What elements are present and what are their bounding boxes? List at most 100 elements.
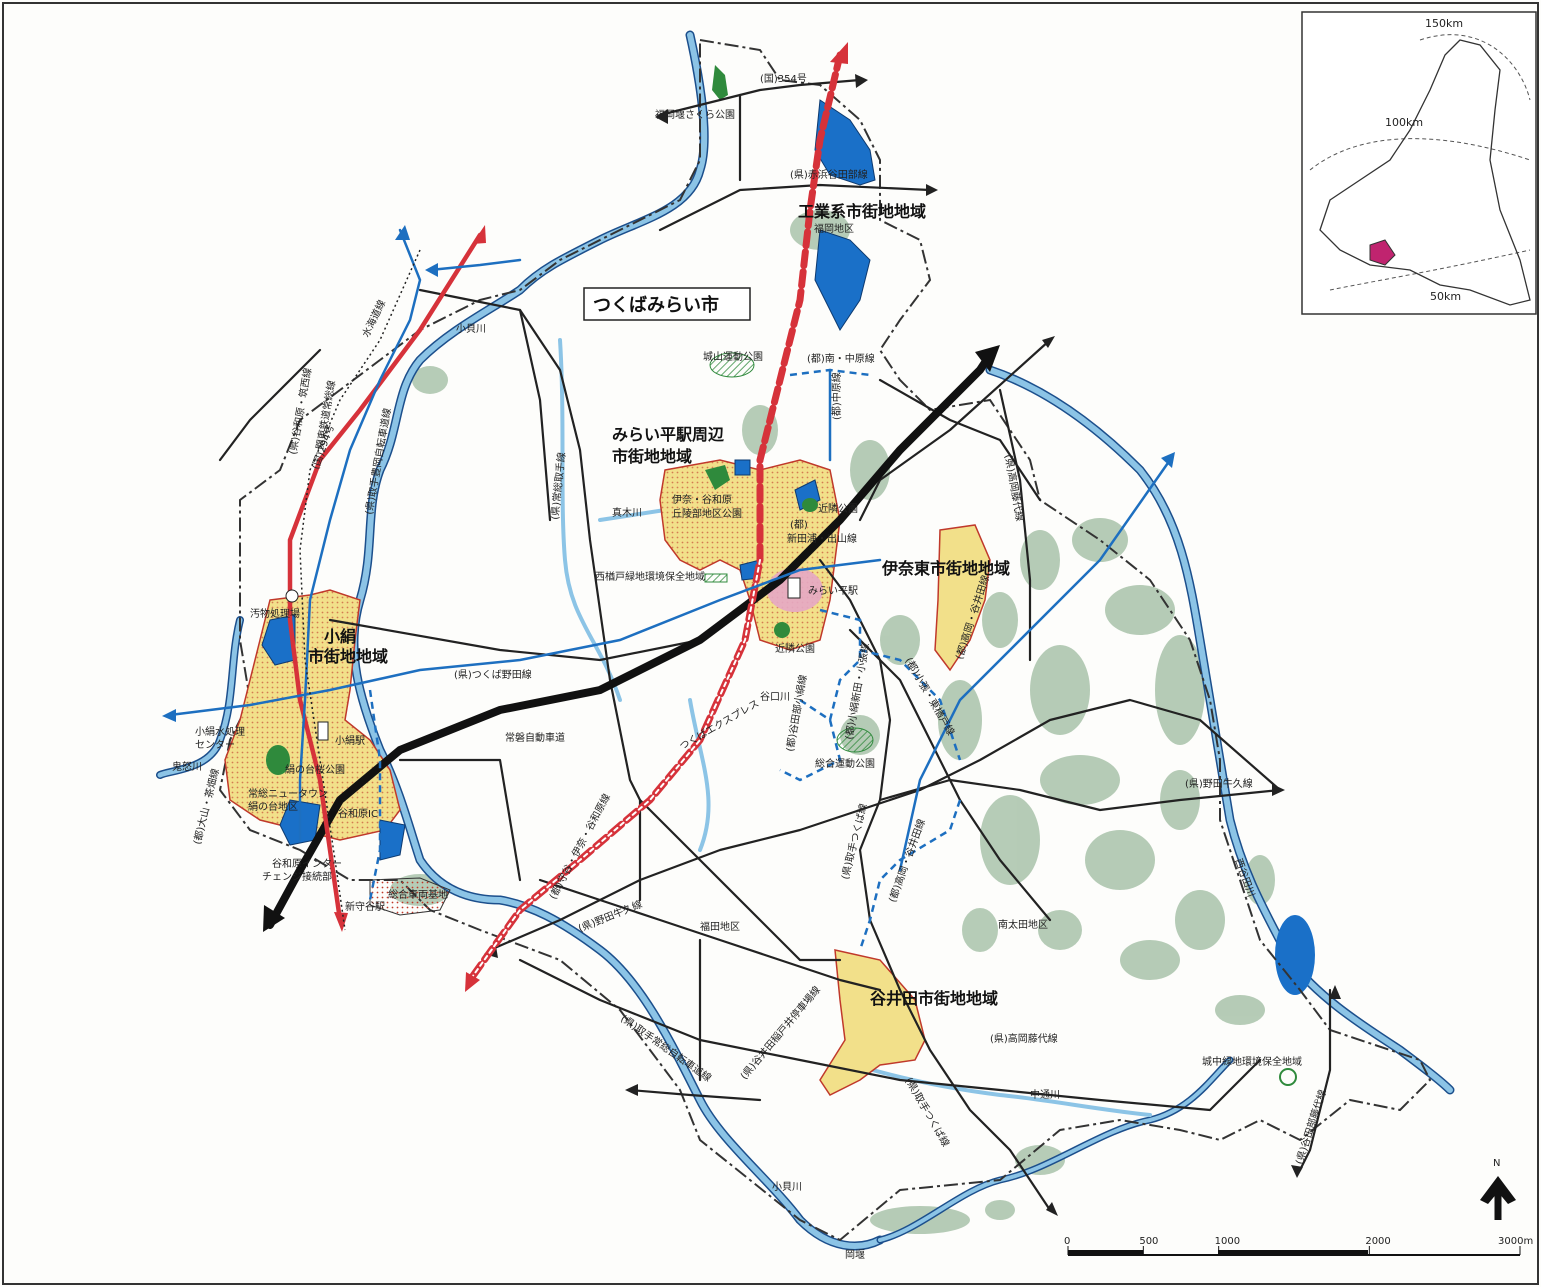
label-takaoka-fujishiro-1: (県)高岡藤代線	[1002, 453, 1027, 522]
blue-arrow-ne	[1161, 452, 1175, 468]
label-sogo-park: 総合運動公園	[815, 757, 875, 770]
scale-tick-label: 2000	[1365, 1236, 1390, 1247]
label-minami-ota: 南太田地区	[998, 918, 1048, 931]
city-boundary	[218, 38, 1432, 1242]
label-nishikiyome: 西楢戸緑地環境保全地域	[595, 570, 705, 583]
label-toride-tsukuba-1: (県)取手つくば線	[838, 802, 869, 881]
label-joban-sen: (県)常総取手線	[548, 452, 568, 521]
label-yawara-ic-conn-1: 谷和原インター	[272, 858, 342, 870]
label-sogo-depot: 総合車両基地	[388, 888, 448, 901]
label-kogiri-water-2: センター	[195, 739, 235, 751]
inset-label-150km: 150km	[1425, 17, 1463, 30]
label-akahama: (県)赤浜谷田部線	[790, 168, 868, 181]
scale-bar: 0 500 1000 2000 3000m	[1064, 1236, 1533, 1256]
label-kogiri-water-1: 小絹水処理	[195, 725, 245, 738]
title-box	[583, 287, 751, 321]
label-ina-yawara-park-1: 伊奈・谷和原	[672, 493, 732, 506]
blue-arrow-n	[395, 225, 410, 240]
label-nakahara: (都)中原線	[830, 372, 843, 420]
label-yatabe-kogiri: (都)谷田部小絹線	[783, 674, 809, 753]
red-lines	[287, 51, 844, 984]
label-kogiri-station: 小絹駅	[335, 734, 365, 747]
scale-tick-label: 0	[1064, 1236, 1070, 1247]
label-kinrin-2: 近隣公園	[775, 642, 815, 655]
compass-arrow-icon	[1480, 1176, 1516, 1204]
inset-map: 150km 100km 50km	[1301, 11, 1537, 315]
label-shinden-2: 新田浦・出山線	[787, 532, 857, 545]
roads	[218, 78, 1332, 1212]
label-joso-nt-1: 常総ニュータウン	[248, 787, 328, 800]
red-arrow-sw	[465, 972, 480, 992]
label-shironaka: 城中緑地環境保全地域	[1202, 1055, 1302, 1068]
red-arrow-n	[472, 225, 486, 244]
red-arrow-ne	[830, 42, 848, 64]
label-joso-nt-2: 絹の台地区	[248, 800, 298, 813]
blue-roads	[168, 228, 1172, 872]
red-arrow-s	[334, 912, 348, 932]
label-kinu-park: 絹の台桜公園	[285, 763, 345, 776]
label-yawara-ic: 谷和原IC	[338, 808, 378, 820]
inset-frame	[1301, 11, 1537, 315]
prefecture-outline	[1319, 39, 1531, 306]
scale-tick-label: 1000	[1215, 1236, 1240, 1247]
kanto-railway	[299, 249, 421, 931]
label-osui: 汚物処理場	[250, 607, 300, 620]
scale-tick-label: 3000m	[1498, 1236, 1533, 1247]
label-r354: (国)354号	[760, 73, 807, 85]
label-kokai-2: 小貝川	[772, 1181, 802, 1193]
inset-label-100km: 100km	[1385, 116, 1423, 129]
blue-arrow-w	[162, 709, 176, 722]
label-mirai-area-2: 市街地地域	[612, 447, 692, 466]
label-shin-moriya: 新守谷駅	[345, 900, 385, 913]
label-moriya-inaya: (都)守谷・伊奈・谷和原線	[546, 791, 613, 901]
label-kogiri-area-2: 市街地地域	[308, 647, 388, 666]
road-arrowheads	[484, 74, 1341, 1216]
label-yawara-area: 谷井田市街地地域	[870, 989, 998, 1008]
label-noda-ushiku-2: (県)野田牛久線	[1185, 777, 1253, 790]
label-nakadori: 中通川	[1030, 1088, 1060, 1101]
label-oyama-kumagai: (都)大山・茶畑線	[190, 767, 221, 846]
expressway-arrow-sw	[263, 905, 285, 932]
label-industrial-area: 工業系市街地地域	[798, 202, 926, 221]
label-tsukuba-noda: (県)つくば野田線	[454, 668, 532, 681]
map-title: つくばみらい市	[593, 294, 719, 316]
joban-expressway	[266, 351, 994, 929]
label-kogiri-area-1: 小絹	[324, 627, 356, 646]
mirai-station-marker	[787, 577, 801, 599]
label-takaoka-fujishiro-2: (県)高岡藤代線	[990, 1032, 1058, 1045]
label-fukuda: 福田地区	[700, 920, 740, 933]
parks	[266, 65, 1297, 1086]
green-areas	[390, 210, 1275, 1234]
compass-label: N	[1493, 1158, 1500, 1169]
north-compass: N	[1480, 1158, 1516, 1220]
label-minami-nakahara: (都)南・中原線	[807, 352, 875, 365]
label-yatabe-fujishiro: (県)谷田部藤代線	[1292, 1088, 1328, 1166]
label-mirai-area-1: みらい平駅周辺	[612, 425, 724, 444]
inset-label-50km: 50km	[1430, 290, 1461, 303]
label-fukuoka-chiku: 福岡地区	[814, 222, 854, 235]
blue-arrow-w2	[425, 263, 438, 277]
label-takaoka-yawara-2: (都)高岡・谷井田線	[886, 817, 928, 904]
city-location	[1369, 239, 1396, 266]
blue-dashed-roads	[368, 368, 962, 951]
scale-tick-label: 500	[1139, 1236, 1158, 1247]
label-ina-yawara-park-2: 丘陵部地区公園	[672, 507, 742, 520]
industrial-areas	[261, 99, 876, 861]
label-fukuoka-park: 福岡堰さくら公園	[655, 108, 735, 121]
label-inahigashi-area: 伊奈東市街地地域	[881, 559, 1010, 578]
label-kinugawa: 鬼怒川	[172, 760, 202, 773]
label-okawa: 岡堰	[845, 1249, 865, 1261]
label-shiroyama-park: 城山運動公園	[703, 350, 763, 363]
label-shinden-1: (都)	[790, 519, 808, 531]
label-makigawa: 真木川	[612, 506, 642, 519]
sewage-plant-marker	[285, 589, 299, 603]
kogiri-station-marker	[317, 721, 329, 741]
label-toride-jogo: (県)取手豊岡自転車道線	[362, 407, 394, 515]
label-joban-exp: 常磐自動車道	[505, 731, 565, 744]
label-yawara-ic-conn-2: チェンジ接続部	[262, 870, 332, 883]
label-mirai-station: みらい平駅	[808, 585, 858, 597]
expressway-arrow-ne	[975, 345, 1000, 372]
label-kokai: 小貝川	[456, 323, 486, 335]
